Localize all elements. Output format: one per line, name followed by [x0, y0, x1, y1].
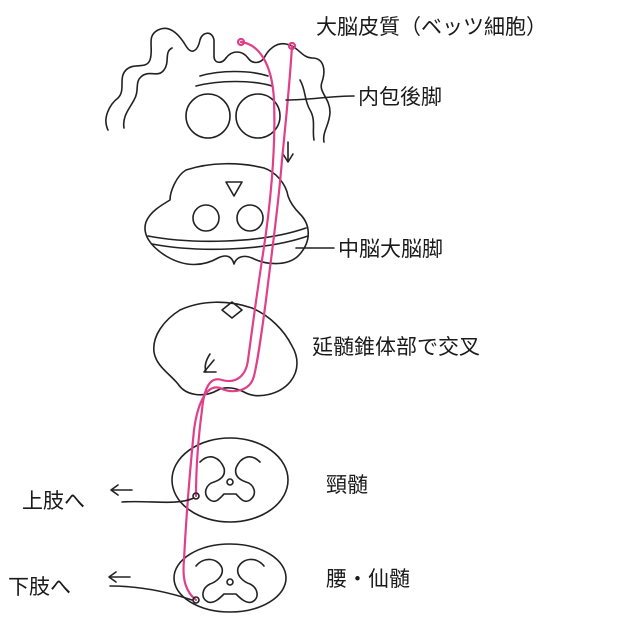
tract-fiber-upper-limb	[196, 42, 274, 496]
label-internal-capsule: 内包後脚	[358, 85, 442, 109]
left-thalamus	[186, 94, 230, 138]
label-upper-limb: 上肢へ	[22, 489, 85, 513]
cerebrum-section	[106, 28, 330, 142]
label-lumbosacral: 腰・仙髄	[326, 567, 410, 591]
lower-limb-arrow-icon	[109, 572, 130, 582]
lumbosacral-cord-section	[174, 544, 286, 612]
label-lower-limb: 下肢へ	[8, 575, 71, 599]
label-midbrain: 中脳大脳脚	[338, 237, 443, 261]
label-medulla: 延髄錐体部で交叉	[312, 335, 480, 359]
upper-limb-arrow-icon	[111, 485, 132, 495]
label-cortex: 大脳皮質（ベッツ細胞）	[316, 15, 547, 39]
label-cervical: 頸髄	[326, 473, 368, 497]
midbrain-section	[145, 164, 308, 265]
